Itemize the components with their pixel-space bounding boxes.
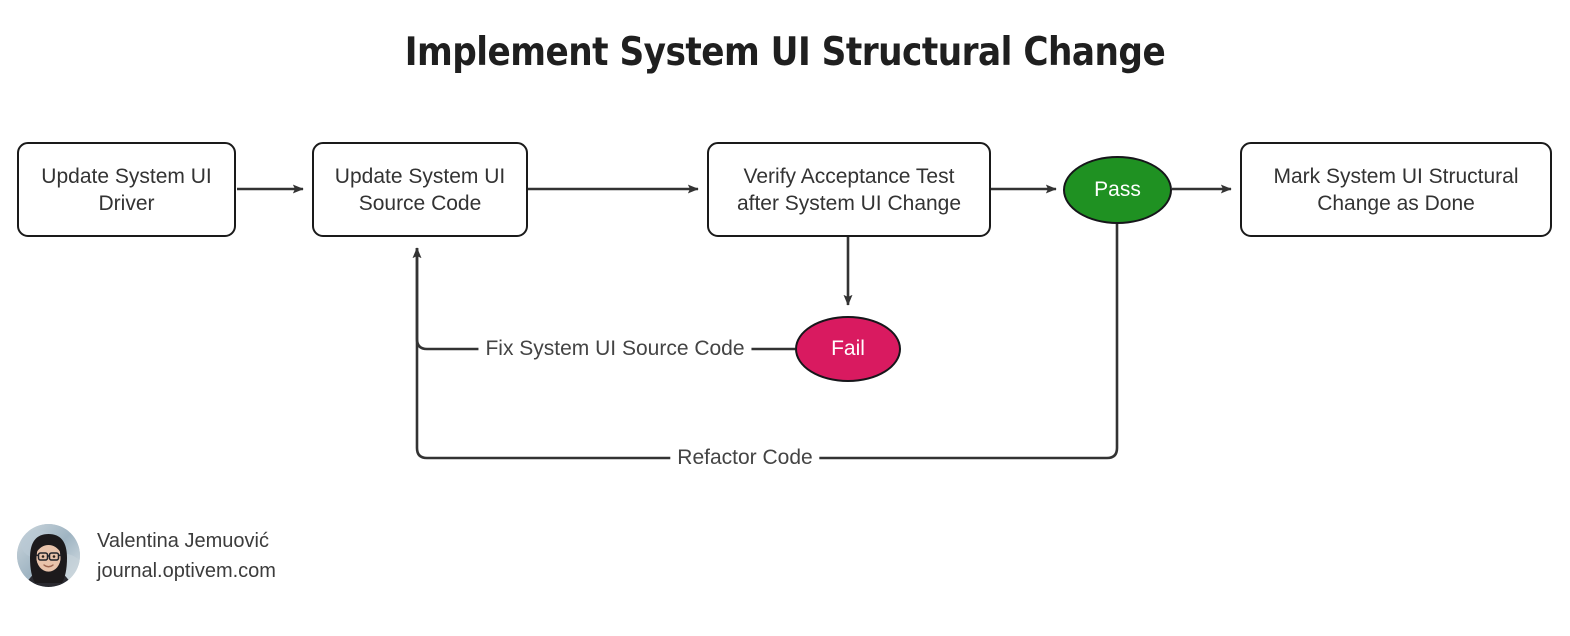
node-update-system-ui-source-code[interactable]: Update System UI Source Code — [312, 142, 528, 237]
attribution: Valentina Jemuović journal.optivem.com — [17, 524, 276, 587]
page-title: Implement System UI Structural Change — [404, 30, 1166, 75]
node-mark-change-as-done[interactable]: Mark System UI Structural Change as Done — [1240, 142, 1552, 237]
avatar — [17, 524, 80, 587]
node-pass[interactable]: Pass — [1063, 156, 1172, 224]
edge-label-fix-source-code: Fix System UI Source Code — [478, 336, 752, 362]
node-verify-acceptance-test[interactable]: Verify Acceptance Test after System UI C… — [707, 142, 991, 237]
edge-label-refactor-code: Refactor Code — [670, 445, 820, 471]
attribution-name: Valentina Jemuović — [97, 529, 269, 552]
node-fail[interactable]: Fail — [795, 316, 901, 382]
node-update-system-ui-driver[interactable]: Update System UI Driver — [17, 142, 236, 237]
attribution-site: journal.optivem.com — [97, 559, 276, 582]
attribution-text: Valentina Jemuović journal.optivem.com — [97, 526, 276, 586]
edge-fail-to-source — [412, 247, 795, 351]
